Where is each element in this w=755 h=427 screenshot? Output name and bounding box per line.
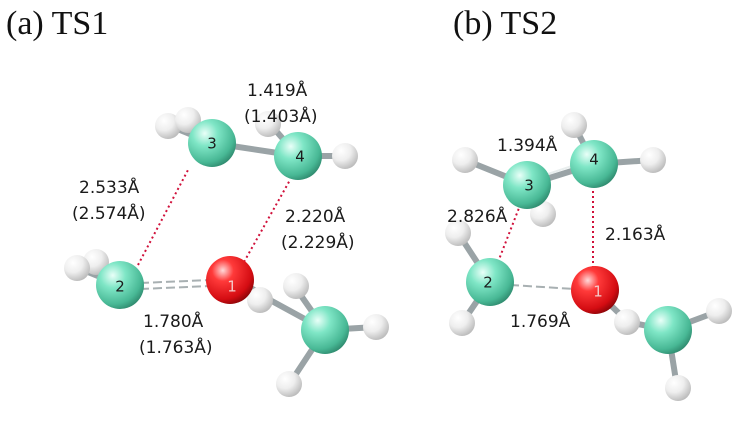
label-bond-12: 1.780Å xyxy=(143,310,204,332)
svg-text:3: 3 xyxy=(524,177,534,195)
panel-title: (a) TS1 xyxy=(6,5,108,42)
carbon-atom-4: 4 xyxy=(274,132,322,180)
svg-text:1: 1 xyxy=(227,278,237,296)
label-dist-23-alt: (2.574Å) xyxy=(72,202,146,224)
label-bond-12: 1.769Å xyxy=(510,310,571,332)
carbon-atom-3: 3 xyxy=(188,119,236,167)
hydrogen-atoms-ts2 xyxy=(445,112,732,401)
svg-text:2: 2 xyxy=(483,274,493,292)
hydrogen-atoms-ts1 xyxy=(64,107,389,397)
partial-bond-c2-o1 xyxy=(509,284,576,290)
svg-text:2: 2 xyxy=(115,278,125,296)
panel-ts1: (a) TS1 xyxy=(6,5,389,397)
methyl-carbon xyxy=(644,306,692,354)
panel-title: (b) TS2 xyxy=(453,5,557,42)
label-dist-14: 2.163Å xyxy=(605,223,666,245)
label-bond-34-alt: (1.403Å) xyxy=(244,105,318,127)
methyl-carbon xyxy=(301,306,349,354)
oxygen-atom-1: 1 xyxy=(571,266,619,314)
partial-bond-c2-o1 xyxy=(139,279,211,284)
label-dist-23: 2.533Å xyxy=(79,176,140,198)
svg-text:3: 3 xyxy=(207,135,217,153)
label-bond-12-alt: (1.763Å) xyxy=(139,336,213,358)
svg-text:4: 4 xyxy=(589,151,599,169)
carbon-atom-2: 2 xyxy=(466,258,514,306)
oxygen-atom-1: 1 xyxy=(206,256,254,304)
label-dist-14: 2.220Å xyxy=(285,205,346,227)
label-dist-14-alt: (2.229Å) xyxy=(281,231,355,253)
carbon-atom-4: 4 xyxy=(570,140,618,188)
contact-line-o1-c4 xyxy=(243,179,291,263)
svg-text:4: 4 xyxy=(295,148,305,166)
label-bond-34: 1.419Å xyxy=(247,79,308,101)
label-bond-34: 1.394Å xyxy=(497,134,558,156)
svg-text:1: 1 xyxy=(593,283,603,301)
carbon-atom-2: 2 xyxy=(96,261,144,309)
carbon-atom-3: 3 xyxy=(503,161,551,209)
panel-ts2: (b) TS2 xyxy=(445,5,732,401)
label-dist-23: 2.826Å xyxy=(447,205,508,227)
